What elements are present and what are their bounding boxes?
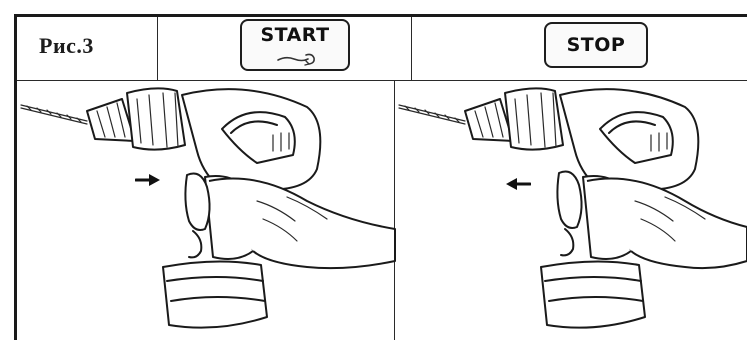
start-cell: START — [158, 17, 412, 81]
finger-press-icon — [276, 51, 320, 67]
figure-label: Рис.3 — [39, 33, 94, 59]
arrow-left-icon — [505, 177, 531, 191]
stop-label: STOP — [546, 34, 646, 56]
start-label: START — [242, 24, 348, 46]
start-badge: START — [240, 19, 350, 71]
drill-illustration-start — [17, 81, 395, 340]
arrow-right-icon — [135, 173, 161, 187]
stop-badge: STOP — [544, 22, 648, 68]
stop-panel — [395, 81, 747, 340]
start-panel — [17, 81, 395, 340]
stop-cell: STOP — [412, 17, 747, 81]
header-row: Рис.3 START STOP — [17, 17, 747, 81]
figure-label-cell: Рис.3 — [17, 17, 158, 81]
drill-illustration-stop — [395, 81, 747, 340]
